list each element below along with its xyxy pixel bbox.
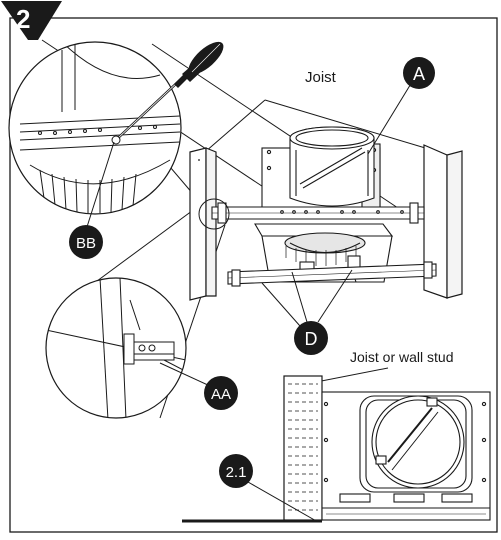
side-fan-housing	[321, 391, 491, 521]
upper-hanger-bar	[211, 202, 425, 224]
magnifier-target	[198, 198, 230, 230]
callout-2-1-leader	[247, 481, 319, 523]
callout-aa: AA	[204, 376, 238, 410]
joist-wall-stud-label: Joist or wall stud	[350, 349, 453, 365]
fan-housing	[254, 126, 394, 283]
callout-2-1: 2.1	[219, 454, 253, 488]
step-badge: 2	[1, 1, 62, 40]
callout-d: D	[294, 321, 328, 355]
wall-stud	[283, 375, 323, 521]
magnifier-hanger-screw	[45, 277, 187, 419]
screwdriver-icon	[111, 41, 224, 145]
callout-d-leaders	[261, 269, 353, 327]
diagram-frame	[9, 17, 498, 533]
step-number: 2	[16, 4, 30, 34]
callout-bb-text: BB	[76, 235, 96, 252]
right-joist	[423, 144, 463, 299]
joist-label: Joist	[305, 69, 337, 86]
callout-aa-text: AA	[211, 386, 231, 403]
callout-a: A	[403, 57, 435, 89]
callout-2-1-text: 2.1	[226, 464, 247, 481]
left-joist	[189, 147, 217, 301]
callout-a-leader	[367, 81, 413, 155]
callout-a-text: A	[413, 64, 425, 84]
wall-stud-view: Joist or wall stud	[182, 349, 491, 523]
callout-bb: BB	[69, 225, 103, 259]
stud-hatch	[288, 383, 318, 511]
callout-aa-leader	[159, 362, 211, 387]
callout-d-text: D	[305, 329, 318, 349]
magnifier-screwdriver	[8, 41, 182, 215]
callout-bb-leader	[85, 141, 115, 231]
lower-hanger-bar	[227, 261, 437, 287]
